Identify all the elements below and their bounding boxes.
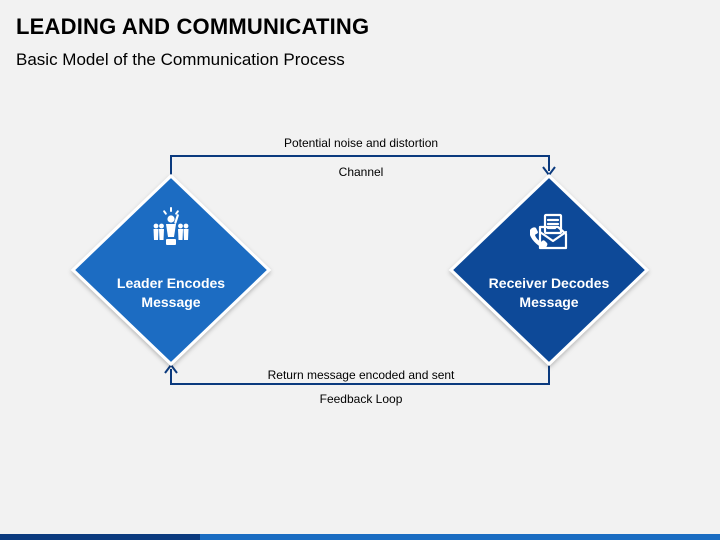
bottom-accent-bar-dark (0, 534, 200, 540)
leader-node-label: Leader Encodes Message (96, 274, 246, 312)
receiver-node-label-line1: Receiver Decodes (488, 275, 610, 291)
receiver-node-label: Receiver Decodes Message (474, 274, 624, 312)
receiver-diamond (448, 173, 650, 367)
team-leader-icon (153, 207, 189, 245)
bottom-accent-bar-blue (200, 534, 720, 540)
channel-label: Channel (338, 165, 384, 179)
slide-title: LEADING AND COMMUNICATING (16, 14, 370, 39)
receiver-node-label-line2: Message (519, 294, 579, 310)
phone-envelope-icon (530, 213, 568, 250)
bottom-accent-bar (0, 534, 720, 540)
leader-node-label-line2: Message (141, 294, 201, 310)
channel-connector (170, 155, 550, 175)
feedback-connector (170, 365, 550, 385)
leader-node-label-line1: Leader Encodes (116, 275, 226, 291)
potential-noise-label: Potential noise and distortion (283, 136, 439, 150)
feedback-loop-label: Feedback Loop (319, 392, 403, 406)
return-message-label: Return message encoded and sent (267, 368, 455, 382)
leader-diamond (70, 173, 272, 367)
slide-subtitle: Basic Model of the Communication Process (16, 50, 345, 69)
